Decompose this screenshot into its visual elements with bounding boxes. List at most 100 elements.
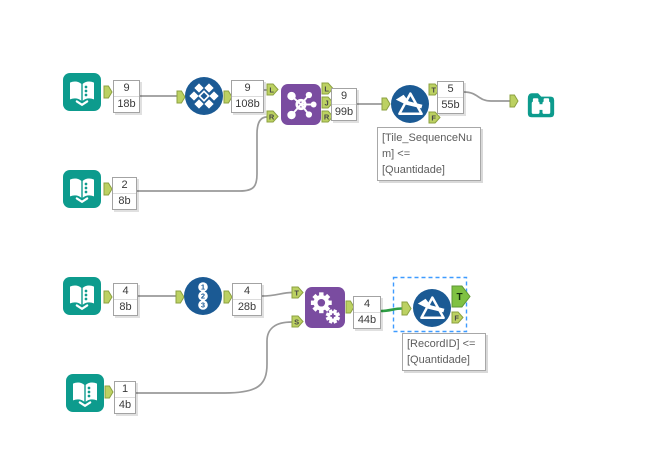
anchor-shape — [104, 385, 114, 399]
join-output-anchor-j[interactable]: J — [321, 96, 334, 109]
anchor-shape — [509, 94, 519, 108]
book-icon — [73, 382, 97, 408]
recordid-input-anchor[interactable] — [175, 290, 185, 304]
anchor-shape — [266, 110, 279, 123]
browse-icon — [527, 93, 555, 118]
append-fields-tool[interactable] — [305, 287, 345, 328]
anchor-shape — [175, 290, 185, 304]
filter-bottom-output-anchor-f[interactable]: F — [451, 311, 464, 324]
anchor-letter: S — [294, 317, 299, 326]
recordid-output-anchor[interactable] — [223, 290, 233, 304]
record-count: 4 — [354, 297, 380, 313]
filter-tool-top[interactable] — [391, 85, 429, 123]
record-count: 4 — [233, 284, 261, 300]
filter-icon — [395, 92, 423, 116]
byte-size: 99b — [334, 106, 354, 118]
wire-input2-to-join-r[interactable] — [137, 116, 268, 192]
byte-size: 28b — [237, 301, 257, 313]
annotation-line: [Quantidade] — [407, 354, 470, 366]
anchor-shape — [428, 111, 441, 124]
record-count: 5 — [438, 82, 463, 98]
join-input-anchor-r[interactable]: R — [266, 110, 279, 123]
tile-input-anchor[interactable] — [176, 90, 186, 104]
tile-icon — [189, 83, 219, 109]
anchor-shape — [291, 286, 304, 299]
browse-tool[interactable] — [521, 84, 561, 124]
anchor-shape — [266, 83, 279, 96]
record-count: 4 — [114, 284, 137, 300]
append-input-anchor-t[interactable]: T — [291, 286, 304, 299]
anchor-letter: L — [269, 85, 274, 94]
byte-size: 8b — [119, 301, 132, 313]
wire-recordid-to-append-t[interactable] — [261, 291, 293, 297]
anchor-letter: J — [325, 98, 329, 107]
byte-size: 4b — [118, 399, 132, 411]
filter-top-input-anchor[interactable] — [381, 97, 391, 111]
filter-tool-bottom[interactable] — [413, 289, 451, 327]
record-count: 1 — [115, 382, 135, 398]
join-output-anchor-l[interactable]: L — [321, 82, 334, 95]
browse-input-anchor[interactable] — [509, 94, 519, 108]
recordid-digit: 2 — [201, 292, 205, 301]
append-fields-icon — [310, 292, 341, 324]
input4-output-anchor[interactable] — [104, 385, 114, 399]
anchor-shape — [103, 290, 113, 304]
byte-size: 18b — [117, 98, 136, 110]
anchor-shape — [401, 301, 412, 316]
anchor-shape — [321, 96, 334, 109]
annotation-line: m] <= — [382, 148, 411, 160]
anchor-shape — [451, 285, 471, 308]
wire-append-to-filter-bottom[interactable] — [380, 307, 403, 313]
anchor-letter: F — [431, 113, 436, 122]
input2-output-anchor[interactable] — [103, 182, 113, 196]
book-icon — [70, 178, 94, 204]
input-data-tool-3[interactable] — [63, 277, 101, 315]
wire-input4-to-append-s[interactable] — [136, 321, 293, 394]
input-data-tool-4[interactable] — [66, 374, 104, 412]
record-count: 9 — [332, 89, 356, 105]
anchor-shape — [321, 82, 334, 95]
tool-annotation[interactable]: [RecordID] <=[Quantidade] — [402, 333, 486, 371]
tool-annotation[interactable]: [Tile_SequenceNu m] <= [Quantidade] — [377, 127, 481, 181]
join-tool[interactable] — [281, 84, 321, 125]
record-count: 2 — [113, 178, 136, 194]
anchor-shape — [223, 90, 233, 104]
byte-size: 55b — [441, 99, 460, 111]
input3-output-anchor[interactable] — [103, 290, 113, 304]
append-input-anchor-s[interactable]: S — [291, 315, 304, 328]
annotation-line: [Quantidade] — [382, 164, 445, 176]
anchor-shape — [176, 90, 186, 104]
input-data-tool-1[interactable] — [63, 73, 101, 111]
filter-bottom-output-anchor-t[interactable]: T — [451, 285, 471, 308]
join-input-anchor-l[interactable]: L — [266, 83, 279, 96]
append-output-anchor[interactable] — [345, 300, 355, 314]
tile-output-anchor[interactable] — [223, 90, 233, 104]
recordid-digit: 1 — [201, 283, 205, 292]
wire-filter-top-to-browse[interactable] — [463, 91, 510, 102]
byte-size: 8b — [118, 195, 131, 207]
join-icon — [287, 91, 317, 120]
anchor-letter: T — [431, 85, 436, 94]
book-icon — [70, 81, 94, 107]
anchor-shape — [291, 315, 304, 328]
input-data-tool-2[interactable] — [63, 170, 101, 208]
tile-tool[interactable] — [185, 77, 223, 115]
filter-bottom-input-anchor[interactable] — [401, 301, 412, 316]
recordid-icon: 123 — [198, 282, 208, 310]
input1-output-anchor[interactable] — [103, 85, 113, 99]
selection-outline — [392, 276, 468, 333]
annotation-line: [Tile_SequenceNu — [382, 132, 473, 144]
filter-top-output-anchor-f[interactable]: F — [428, 111, 441, 124]
join-output-anchor-r[interactable]: R — [321, 110, 334, 123]
